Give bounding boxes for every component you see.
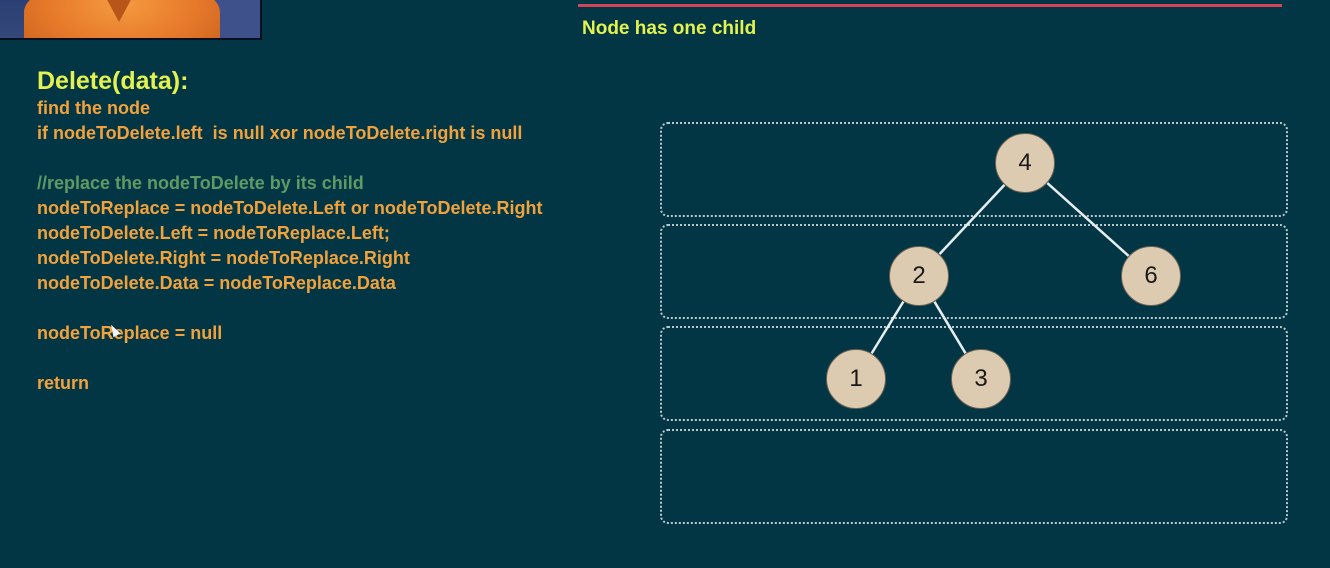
code-line: nodeToDelete.Left = nodeToReplace.Left; bbox=[37, 223, 390, 243]
tree-level-box bbox=[660, 429, 1288, 524]
tree-level-box bbox=[660, 224, 1288, 319]
code-line: return bbox=[37, 373, 90, 393]
code-line: nodeToDelete.Data = nodeToReplace.Data bbox=[37, 273, 396, 293]
code-line: nodeToReplace = nodeToDelete.Left or nod… bbox=[37, 198, 543, 218]
section-title: Node has one child bbox=[582, 18, 757, 39]
code-line: find the node bbox=[37, 98, 150, 118]
code-line: nodeToDelete.Right = nodeToReplace.Right bbox=[37, 248, 410, 268]
accent-rule bbox=[578, 4, 1282, 7]
pseudocode-heading: Delete(data): bbox=[37, 67, 189, 95]
pseudocode-block: Delete(data): find the node if nodeToDele… bbox=[37, 66, 637, 396]
tree-node-3: 3 bbox=[951, 349, 1011, 409]
tree-edge bbox=[870, 300, 905, 355]
tree-node-1: 1 bbox=[826, 349, 886, 409]
tree-edge bbox=[1046, 182, 1130, 257]
tree-node-6: 6 bbox=[1121, 246, 1181, 306]
code-comment-line: //replace the nodeToDelete by its child bbox=[37, 173, 364, 193]
tree-node-2: 2 bbox=[889, 246, 949, 306]
pseudocode-lines: find the node if nodeToDelete.left is nul… bbox=[37, 96, 637, 396]
webcam-background bbox=[214, 0, 260, 38]
tree-level-box bbox=[660, 326, 1288, 421]
tree-edge bbox=[938, 184, 1006, 255]
webcam-thumbnail bbox=[0, 0, 262, 40]
code-line: nodeToReplace = null bbox=[37, 323, 223, 343]
tree-edge bbox=[933, 301, 967, 354]
code-line: if nodeToDelete.left is null xor nodeToD… bbox=[37, 123, 523, 143]
tree-node-4: 4 bbox=[995, 133, 1055, 193]
